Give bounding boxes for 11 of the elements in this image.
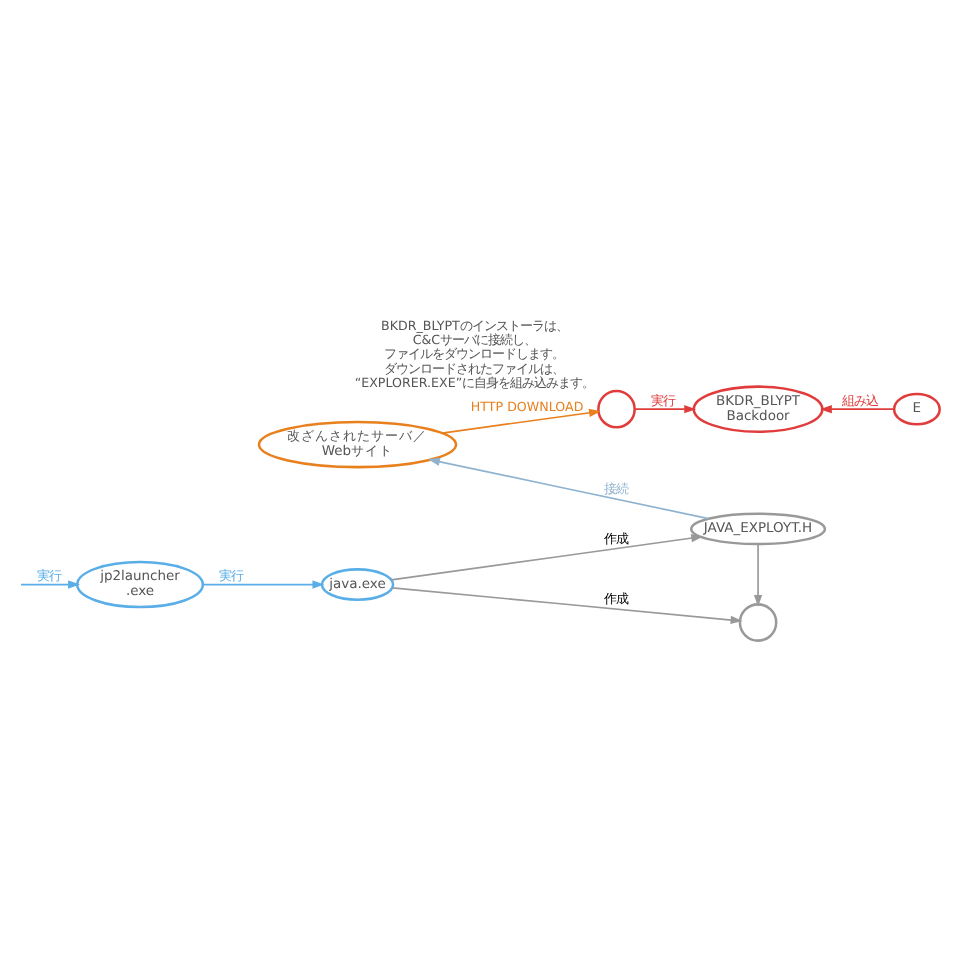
arrow <box>391 586 743 625</box>
arrow <box>20 580 80 589</box>
arrow <box>428 457 710 520</box>
node-circle <box>738 603 778 642</box>
arrow <box>753 543 763 607</box>
arrow <box>633 405 697 414</box>
node-circle <box>597 389 636 429</box>
arrow <box>820 405 895 414</box>
arrow <box>390 534 704 581</box>
arrow <box>201 580 325 589</box>
arrow <box>441 408 601 434</box>
